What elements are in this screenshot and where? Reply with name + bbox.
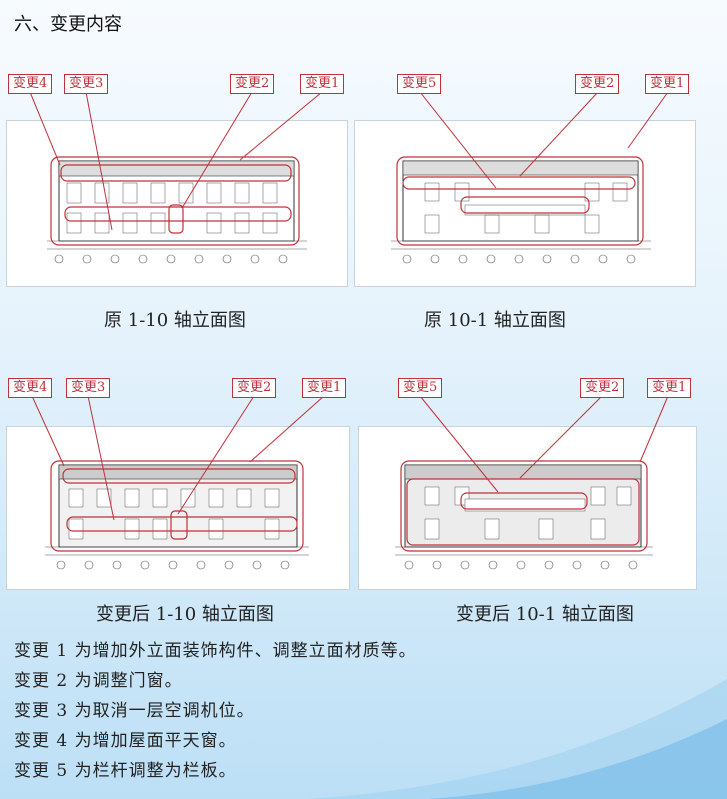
- tag-change-2: 变更2: [230, 74, 275, 94]
- caption-revised-1-10: 变更后 1-10 轴立面图: [96, 604, 274, 625]
- caption-revised-10-1: 变更后 10-1 轴立面图: [456, 604, 634, 625]
- section-title: 六、变更内容: [14, 14, 122, 35]
- tag-change-3: 变更3: [64, 74, 109, 94]
- note-change-5: 变更 5 为栏杆调整为栏板。: [14, 761, 237, 781]
- elevation-drawing-revised-10-1: [358, 426, 697, 590]
- tag-change-2: 变更2: [580, 378, 625, 398]
- caption-original-10-1: 原 10-1 轴立面图: [424, 310, 566, 331]
- elevation-drawing-original-1-10: [6, 120, 348, 287]
- tag-change-5: 变更5: [398, 378, 443, 398]
- caption-original-1-10: 原 1-10 轴立面图: [104, 310, 246, 331]
- elevation-drawing-revised-1-10: [6, 426, 350, 590]
- tag-change-1: 变更1: [647, 378, 692, 398]
- tag-change-5: 变更5: [397, 74, 442, 94]
- tag-change-1: 变更1: [302, 378, 347, 398]
- tag-change-4: 变更4: [8, 378, 53, 398]
- elevation-drawing-original-10-1: [354, 120, 696, 287]
- tag-change-2: 变更2: [575, 74, 620, 94]
- note-change-2: 变更 2 为调整门窗。: [14, 671, 183, 691]
- change-notes: 变更 1 为增加外立面装饰构件、调整立面材质等。 变更 2 为调整门窗。 变更 …: [14, 636, 417, 786]
- tag-change-1: 变更1: [645, 74, 690, 94]
- note-change-1: 变更 1 为增加外立面装饰构件、调整立面材质等。: [14, 641, 417, 661]
- tag-change-4: 变更4: [8, 74, 53, 94]
- note-change-4: 变更 4 为增加屋面平天窗。: [14, 731, 237, 751]
- note-change-3: 变更 3 为取消一层空调机位。: [14, 701, 255, 721]
- tag-change-3: 变更3: [66, 378, 111, 398]
- tag-change-2: 变更2: [232, 378, 277, 398]
- tag-change-1: 变更1: [300, 74, 345, 94]
